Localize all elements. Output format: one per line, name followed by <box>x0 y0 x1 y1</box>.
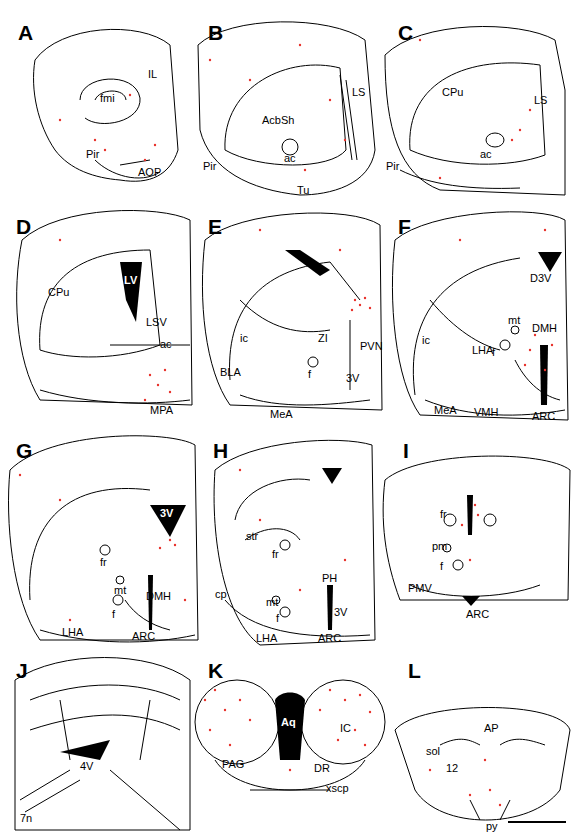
region-label: ARC <box>532 410 555 422</box>
panel-letter: K <box>208 660 223 682</box>
region-label: CPu <box>48 286 69 298</box>
region-label: LV <box>124 274 137 286</box>
panel-letter: C <box>398 22 413 44</box>
region-label: cp <box>215 588 227 600</box>
region-label: PVN <box>360 340 383 352</box>
region-label: VMH <box>474 406 498 418</box>
panel-letter: L <box>408 660 421 682</box>
region-label: mt <box>114 584 126 596</box>
region-label: str <box>246 530 258 542</box>
region-label: Tu <box>297 184 309 196</box>
region-label: mt <box>508 314 520 326</box>
panel-letter: I <box>403 440 409 462</box>
region-label: ac <box>160 338 172 350</box>
region-label: f <box>308 368 311 380</box>
region-label: 3V <box>346 372 359 384</box>
region-label: fr <box>100 556 107 568</box>
region-label: LHA <box>256 632 277 644</box>
panel-letter: D <box>16 216 31 238</box>
region-label: IL <box>148 68 157 80</box>
region-label: f <box>492 346 495 358</box>
panel-letter: E <box>208 216 222 238</box>
region-label: ZI <box>318 332 328 344</box>
region-label: fr <box>272 548 279 560</box>
region-label: IC <box>340 722 351 734</box>
panel-letter: G <box>16 440 32 462</box>
section-outlines <box>9 22 570 830</box>
region-label: fmi <box>100 92 115 104</box>
region-label: 4V <box>80 760 93 772</box>
region-label: LSV <box>146 316 167 328</box>
region-label: LHA <box>472 344 493 356</box>
panel-letter: F <box>398 216 411 238</box>
panel-letter: J <box>16 660 28 682</box>
region-label: MeA <box>270 408 293 420</box>
region-label: Aq <box>281 716 296 728</box>
region-label: f <box>440 560 443 572</box>
region-label: PMV <box>408 582 432 594</box>
region-label: Pir <box>386 160 399 172</box>
region-label: AcbSh <box>262 114 294 126</box>
region-label: D3V <box>530 272 551 284</box>
region-label: DR <box>314 762 330 774</box>
region-label: DMH <box>532 322 557 334</box>
region-label: fr <box>440 508 447 520</box>
region-label: 3V <box>160 507 173 519</box>
panel-letter: A <box>18 22 33 44</box>
region-label: ac <box>480 148 492 160</box>
panel-letter: B <box>208 22 223 44</box>
region-label: LS <box>352 86 365 98</box>
region-label: AOP <box>138 166 161 178</box>
region-label: ARC <box>466 608 489 620</box>
region-label: 7n <box>20 812 32 824</box>
region-label: LHA <box>62 626 83 638</box>
region-label: PAG <box>222 758 244 770</box>
region-label: mt <box>266 596 278 608</box>
labeled-cells <box>19 39 553 806</box>
region-label: f <box>276 612 279 624</box>
region-label: Pir <box>203 160 216 172</box>
region-label: AP <box>484 722 499 734</box>
region-label: ac <box>284 152 296 164</box>
region-label: Pir <box>86 148 99 160</box>
region-label: ARC <box>318 632 341 644</box>
region-label: PH <box>322 572 337 584</box>
region-label: f <box>112 608 115 620</box>
region-label: DMH <box>146 590 171 602</box>
region-label: py <box>486 820 498 832</box>
ventricles <box>60 250 562 760</box>
region-label: ARC <box>132 630 155 642</box>
region-label: ic <box>422 334 430 346</box>
region-label: MPA <box>150 404 173 416</box>
region-label: BLA <box>220 366 241 378</box>
region-label: LS <box>534 94 547 106</box>
region-label: pm <box>432 540 447 552</box>
region-label: CPu <box>442 86 463 98</box>
region-label: 12 <box>446 762 458 774</box>
panel-letter: H <box>213 440 228 462</box>
region-label: sol <box>426 745 440 757</box>
region-label: ic <box>240 332 248 344</box>
region-label: 3V <box>334 606 347 618</box>
region-label: MeA <box>434 404 457 416</box>
region-label: xscp <box>326 782 349 794</box>
